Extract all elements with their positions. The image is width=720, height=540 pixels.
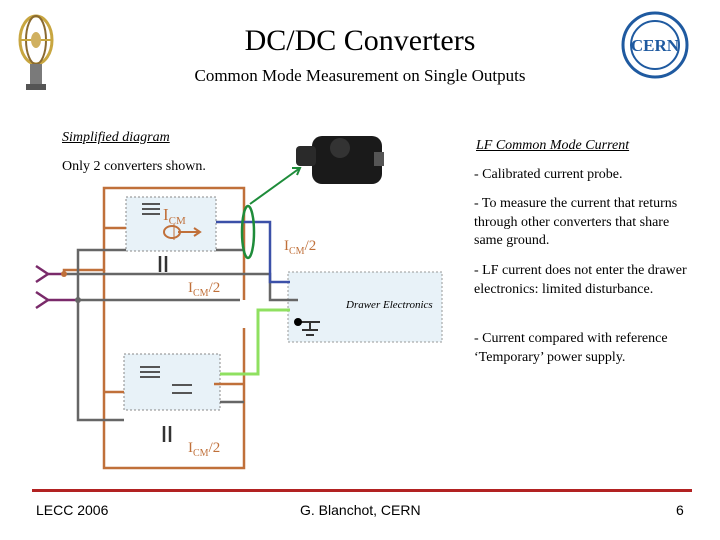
capacitor-2 <box>162 426 172 442</box>
page-subtitle: Common Mode Measurement on Single Output… <box>194 66 526 85</box>
footer-event: LECC 2006 <box>36 502 109 518</box>
atlas-logo <box>14 10 58 92</box>
input-connectors <box>35 264 78 310</box>
icm-half-label-cap2: ICM/2 <box>188 440 220 459</box>
cern-logo: CERN <box>620 10 690 80</box>
converter-2-box <box>123 353 221 411</box>
drawer-electronics-label: Drawer Electronics <box>345 299 433 311</box>
converter-2-dots <box>140 366 192 394</box>
current-probe-image <box>296 136 384 184</box>
icm-arrow <box>163 225 202 239</box>
icm-half-label-probe: ICM/2 <box>284 238 316 257</box>
converter-1-dots <box>142 203 160 215</box>
lf-section-title: LF Common Mode Current <box>476 138 630 153</box>
diagram-note: Only 2 converters shown. <box>62 159 206 174</box>
svg-text:CERN: CERN <box>631 36 680 55</box>
lf-bullet-1: - Calibrated current probe. <box>474 167 623 182</box>
orange-wires <box>62 186 246 470</box>
gray-wires <box>64 248 298 422</box>
probe-arrow <box>249 167 302 205</box>
lf-bullet-4: - Current compared with reference ‘Tempo… <box>474 331 668 365</box>
lf-bullet-2: - To measure the current that returns th… <box>474 196 678 248</box>
page-number: 6 <box>676 502 684 518</box>
diagram-label: Simplified diagram <box>62 130 170 145</box>
lf-bullet-3: - LF current does not enter the drawer e… <box>474 263 687 297</box>
footer-author: G. Blanchot, CERN <box>300 502 421 518</box>
footer-divider <box>32 489 692 492</box>
converter-1-box <box>125 196 217 252</box>
green-wire <box>220 308 290 376</box>
ground-symbol <box>300 321 320 336</box>
current-probe-ring <box>240 204 256 260</box>
capacitor-1 <box>158 256 168 272</box>
icm-half-label-cap1: ICM/2 <box>188 280 220 299</box>
page-title: DC/DC Converters <box>244 24 476 57</box>
